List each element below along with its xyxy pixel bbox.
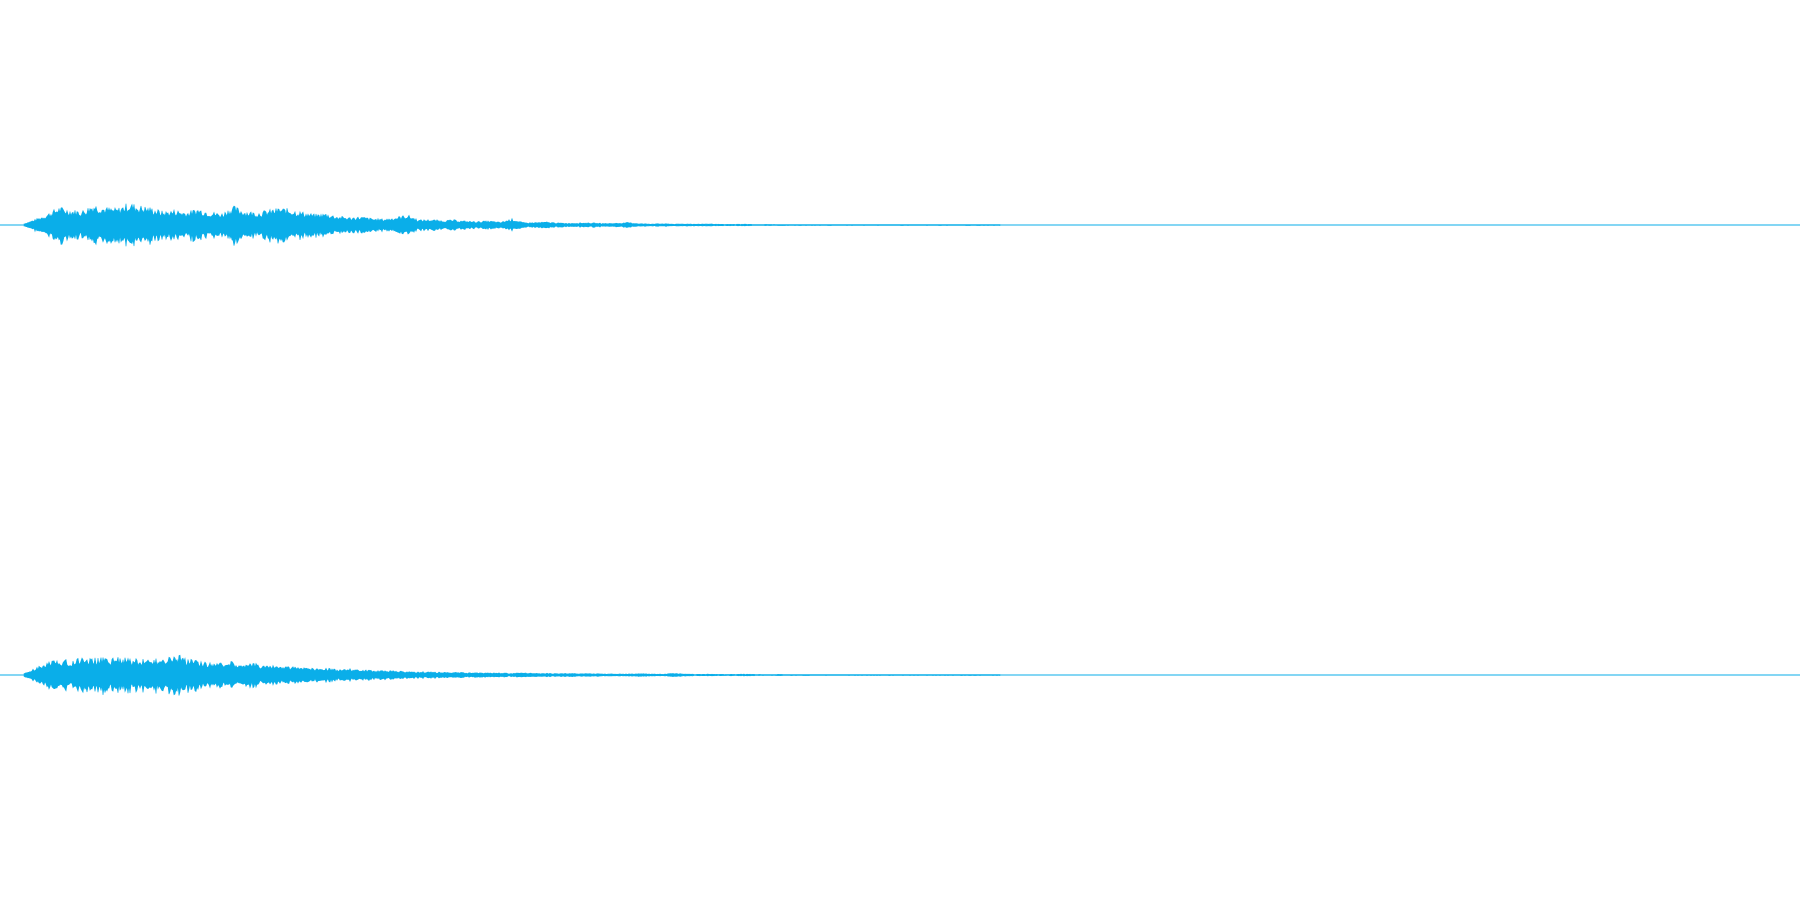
waveform-signal <box>23 654 1001 696</box>
waveform-channel-1 <box>0 203 1800 247</box>
waveform-channel-2 <box>0 654 1800 696</box>
waveform-signal <box>23 203 1001 247</box>
